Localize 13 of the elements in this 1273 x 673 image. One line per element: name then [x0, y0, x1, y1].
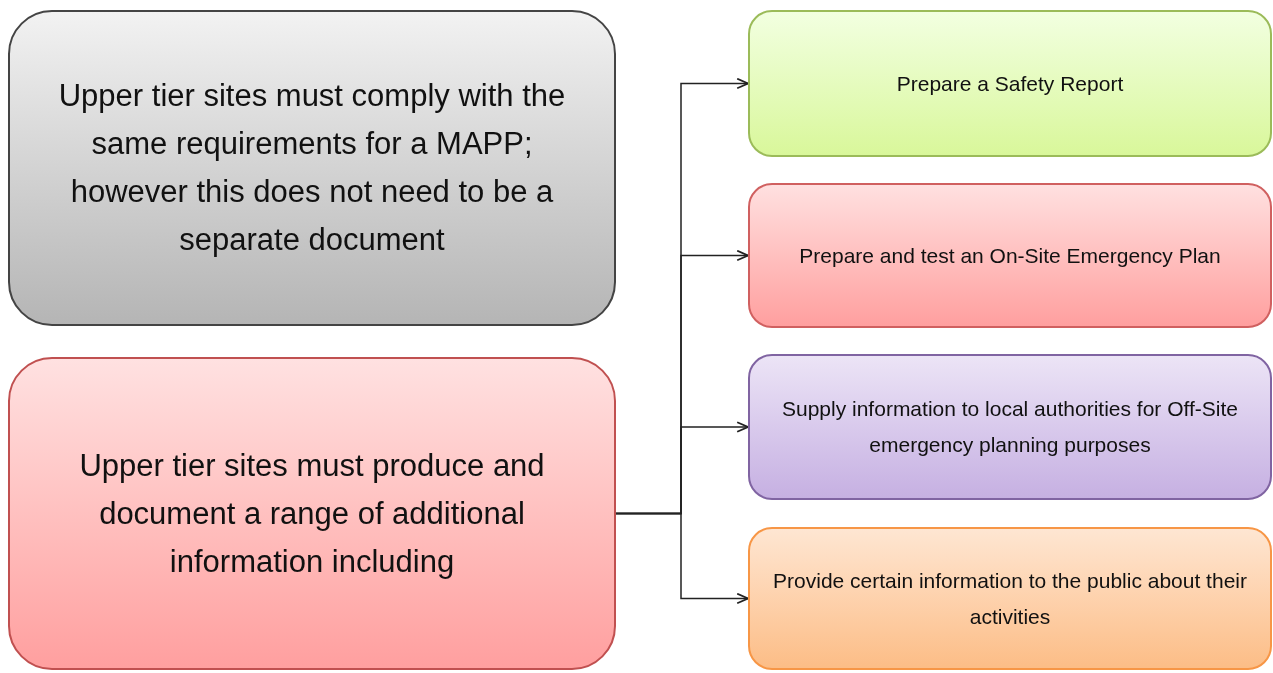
box-text: Supply information to local authorities for Off-Site emergency planning purposes [781, 396, 1239, 458]
rounded-box [748, 10, 1272, 157]
rounded-box [8, 357, 616, 670]
connector-arrow [615, 512, 749, 605]
box-text: Prepare and test an On-Site Emergency Plan [798, 242, 1222, 269]
box-text: Upper tier sites must produce and document a range of additional information including [78, 446, 546, 581]
box-text: Upper tier sites must comply with the same requirements for a MAPP; however this does not need to be a separate document [57, 77, 567, 259]
rounded-box [8, 10, 616, 326]
rounded-box [748, 527, 1272, 670]
rounded-box [748, 354, 1272, 500]
rounded-box [748, 183, 1272, 328]
box-text: Provide certain information to the public about their activities [772, 567, 1248, 630]
box-text: Prepare a Safety Report [895, 70, 1125, 97]
